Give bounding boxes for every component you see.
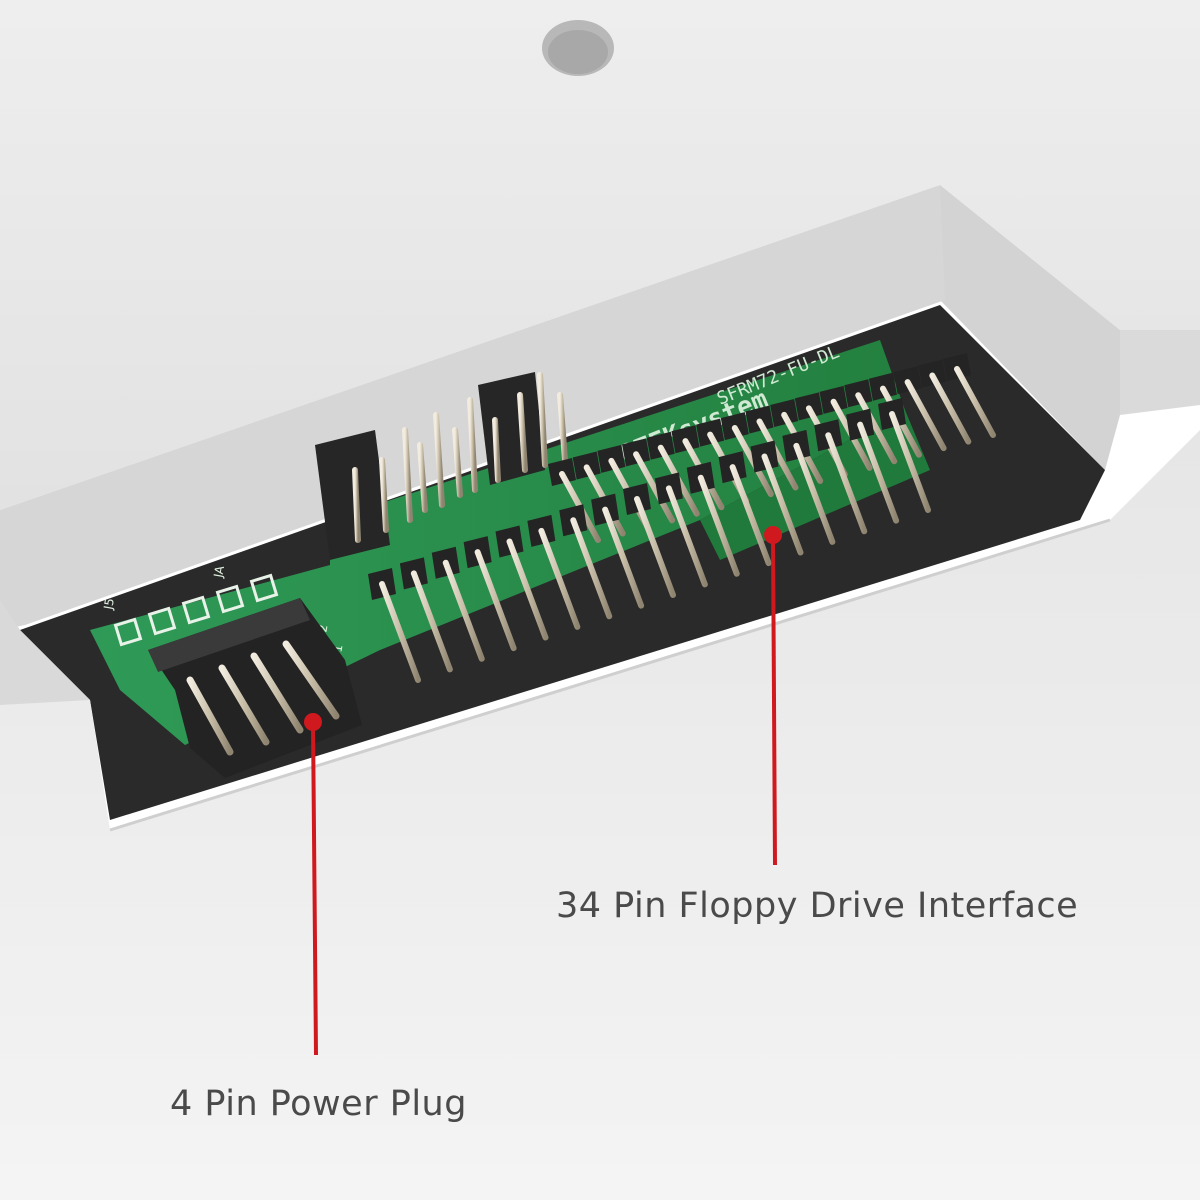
power-plug-label: 4 Pin Power Plug <box>170 1084 467 1124</box>
header-back-pin <box>929 372 972 445</box>
header-back-pin <box>954 366 996 438</box>
header-front-pin <box>410 570 453 673</box>
housing-front-face <box>0 430 1200 1200</box>
housing-top-face <box>0 0 1200 510</box>
jumper-label: J5 <box>101 597 117 611</box>
floppy-header-34pin <box>368 353 996 683</box>
header-front-pin <box>729 464 772 567</box>
leader-dot <box>764 526 782 544</box>
header-front-pin <box>379 581 421 683</box>
header-front-pin <box>761 453 804 556</box>
jumper-label: JA <box>211 564 227 580</box>
floppy-interface-label: 34 Pin Floppy Drive Interface <box>556 886 1079 926</box>
header-back-pin <box>633 451 676 524</box>
header-front-pin <box>825 432 868 535</box>
header-front-pin <box>634 496 676 598</box>
jumper-pads <box>113 573 279 647</box>
power-connector <box>148 598 362 778</box>
header-front-pin <box>889 411 931 513</box>
header-back-pin <box>756 418 799 491</box>
header-front-pin <box>665 485 708 588</box>
header-back-pin <box>904 379 947 452</box>
jumper-pins <box>352 372 568 543</box>
leader-dot <box>304 713 322 731</box>
header-front-pin <box>570 517 613 620</box>
header-back-pin <box>855 392 898 465</box>
header-front-pin <box>857 421 900 524</box>
housing-right-wall <box>940 185 1120 470</box>
leader-floppy <box>764 526 782 866</box>
header-front-pin <box>793 442 836 545</box>
header-front-pin <box>697 474 740 577</box>
header-front-pin <box>474 549 517 652</box>
header-front-pin <box>442 559 485 662</box>
header-front-pin <box>538 527 581 630</box>
power-pins <box>186 640 340 756</box>
header-front-pin <box>602 506 645 609</box>
header-front-pin <box>506 538 549 641</box>
leader-power <box>304 713 322 1056</box>
